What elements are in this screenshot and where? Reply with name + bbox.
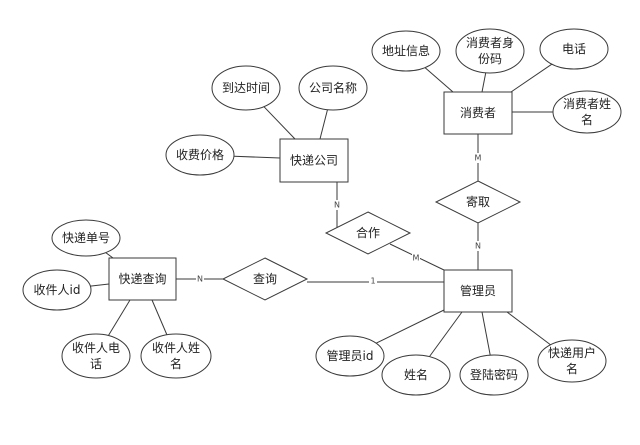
entity-box [279,138,349,183]
attribute-ellipse [552,90,622,134]
attribute-company-name[interactable]: 公司名称 [298,65,368,111]
relationship-diamond [324,211,412,255]
entity-label: 管理员 [460,283,496,298]
cardinality-label-bg [333,200,341,210]
attribute-consumer-address[interactable]: 地址信息 [371,30,441,72]
attribute-consumer-phone[interactable]: 电话 [539,28,609,70]
cardinality-label: N [475,242,481,251]
entity-box [108,257,177,301]
attribute-ellipse [140,333,212,379]
attribute-label: 快递单号 [62,231,110,245]
cardinality-label: M [413,254,420,263]
relationship-cooperate[interactable]: 合作 [324,211,412,255]
relationship-label: 查询 [253,272,277,286]
entity-parcel-query[interactable]: 快递查询 [108,257,177,301]
entity-admin[interactable]: 管理员 [443,269,513,313]
cardinality-label: 1 [370,277,375,286]
attribute-query-tracking-no[interactable]: 快递单号 [51,219,121,257]
attribute-label: 管理员id [327,348,374,363]
attribute-label: 快递用户 [548,345,596,360]
attribute-label: 姓名 [404,367,428,382]
attribute-ellipse [537,339,607,383]
cardinality-labels: M N N M N 1 [196,153,482,286]
relationship-query[interactable]: 查询 [221,257,309,301]
attribute-connector [481,311,491,356]
attribute-connector [233,155,281,159]
entity-consumer[interactable]: 消费者 [443,91,513,135]
relationship-diamond [434,180,522,224]
attribute-query-recipient-id[interactable]: 收件人id [22,269,92,311]
entity-label: 消费者 [460,106,496,120]
cardinality-label-bg [369,276,377,286]
attribute-connector [424,67,454,93]
diagram-shapes: 消费者快递公司快递查询管理员寄取合作查询地址信息消费者身份码电话消费者姓名到达时… [22,28,622,396]
attribute-ellipse [61,333,131,379]
attribute-label: 名 [581,112,593,127]
attribute-ellipse [315,335,385,377]
cardinality-label-bg [412,253,420,263]
attribute-admin-password[interactable]: 登陆密码 [459,354,529,396]
attribute-label: 收件人电 [72,341,120,355]
attribute-label: 名 [170,356,182,371]
attribute-connector [510,63,553,93]
attribute-label: 收费价格 [176,147,224,162]
attribute-label: 份码 [478,52,502,66]
attribute-connector [506,311,551,346]
cardinality-label-bg [474,153,482,163]
attribute-ellipse [455,28,525,74]
attribute-connector [319,109,328,140]
attribute-label: 话 [90,357,102,371]
attribute-label: 消费者姓 [563,97,611,111]
attribute-label: 名 [566,361,578,376]
entity-box [443,269,513,313]
attribute-connector [105,252,114,259]
attribute-connector [90,283,110,287]
attribute-admin-name[interactable]: 姓名 [381,354,451,396]
attribute-connector [151,299,168,335]
attribute-label: 电话 [562,42,586,56]
attribute-label: 登陆密码 [470,367,518,382]
attribute-ellipse [539,28,609,70]
cardinality-label-bg [196,274,204,284]
attribute-connector [263,106,296,140]
relationship-diamond [221,257,309,301]
attribute-ellipse [298,65,368,111]
attribute-ellipse [22,269,92,311]
attribute-label: 到达时间 [222,81,270,95]
cardinality-label-bg [474,241,482,251]
attribute-ellipse [165,134,235,176]
relationship-send-pickup[interactable]: 寄取 [434,180,522,224]
cardinality-label: N [197,275,203,284]
attribute-admin-id[interactable]: 管理员id [315,335,385,377]
cardinality-label: N [334,201,340,210]
attribute-connector [108,299,131,336]
entity-label: 快递查询 [118,272,166,286]
entity-box [443,91,513,135]
entity-label: 快递公司 [290,154,338,168]
relationship-label: 合作 [356,225,380,240]
attribute-ellipse [211,65,281,111]
attribute-company-arrival-time[interactable]: 到达时间 [211,65,281,111]
entity-courier-company[interactable]: 快递公司 [279,138,349,183]
attribute-ellipse [51,219,121,257]
attribute-label: 消费者身 [466,35,514,50]
attribute-ellipse [459,354,529,396]
attribute-connector [429,311,463,357]
relationship-label: 寄取 [466,194,490,209]
cardinality-label: M [475,154,482,163]
attribute-ellipse [371,30,441,72]
attribute-connector [375,309,445,344]
attribute-label: 公司名称 [309,80,357,95]
attribute-label: 收件人姓 [152,341,200,355]
attribute-company-price[interactable]: 收费价格 [165,134,235,176]
attribute-connector [481,72,487,93]
attribute-ellipse [381,354,451,396]
attribute-label: 地址信息 [382,43,430,58]
attribute-label: 收件人id [34,283,81,297]
